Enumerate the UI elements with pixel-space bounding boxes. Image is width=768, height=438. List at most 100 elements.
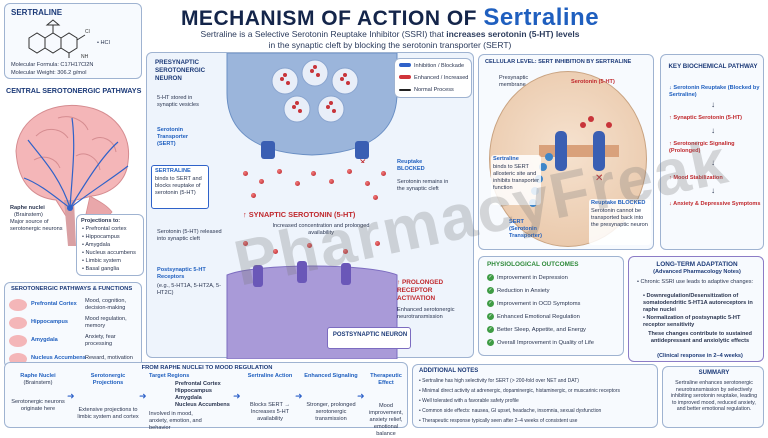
pathway-desc: Anxiety, fear processing — [85, 334, 116, 347]
pathways-title: SEROTONERGIC PATHWAYS & FUNCTIONS — [11, 286, 133, 292]
projection-item: • Basal ganglia — [82, 266, 120, 272]
svg-text:✕: ✕ — [359, 157, 367, 163]
adaptation-title: LONG-TERM ADAPTATION — [656, 261, 738, 268]
note-item: • Well tolerated with a favorable safety… — [419, 398, 519, 404]
biochem-panel: KEY BIOCHEMICAL PATHWAY ↓ Serotonin Reup… — [660, 54, 764, 250]
pathway-row: Amygdala Anxiety, fear processing — [9, 333, 139, 349]
serotonin-dot — [347, 169, 352, 174]
summary-title: SUMMARY — [698, 370, 730, 376]
flow-step: Serotonergic Projections Extensive proje… — [77, 373, 139, 427]
flow-step-title: Therapeutic Effect — [370, 373, 402, 386]
notes-title: ADDITIONAL NOTES — [419, 368, 479, 374]
flow-step: Raphe Nuclei (Brainstem) Serotonergic ne… — [9, 373, 67, 427]
flow-title: FROM RAPHE NUCLEI TO MOOD REGULATION — [141, 365, 273, 371]
sert-label: Serotonin Transporter (SERT) — [157, 127, 189, 147]
serotonin-dot — [251, 193, 256, 198]
raphe-title: Raphe nuclei — [10, 205, 45, 211]
brain-region-icon — [9, 299, 27, 311]
adaptation-response: (Clinical response in 2–4 weeks) — [657, 353, 743, 359]
pathway-row: Hippocampus Mood regulation, memory — [9, 315, 139, 331]
serotonin-dot — [273, 249, 278, 254]
adaptation-panel: LONG-TERM ADAPTATION (Advanced Pharmacol… — [628, 256, 764, 362]
presynaptic-neuron-icon: ✕ — [226, 53, 398, 163]
brain-icon — [15, 104, 130, 246]
reuptake-desc: Serotonin remains in the synaptic cleft — [397, 179, 449, 192]
check-icon: ✓ — [487, 325, 494, 333]
projection-item: • Hippocampus — [82, 234, 120, 240]
serotonin-dot — [311, 171, 316, 176]
raphe-sub: (Brainstem) — [14, 212, 43, 218]
flow-step-title: Enhanced Signaling — [304, 373, 358, 379]
pathway-desc: Mood regulation, memory — [85, 316, 127, 329]
subtitle-b: increases serotonin (5-HT) levels — [446, 29, 580, 39]
released-label: Serotonin (5-HT) released into synaptic … — [157, 229, 222, 242]
adaptation-conclusion: These changes contribute to sustained an… — [648, 331, 752, 344]
outcome-item: ✓Enhanced Emotional Regulation — [487, 312, 580, 323]
svg-text:✕: ✕ — [595, 173, 603, 184]
serotonin-dot — [259, 179, 264, 184]
flow-step-title: Target Regions — [149, 373, 190, 379]
prolonged-title: ↑ PROLONGED RECEPTOR ACTIVATION — [397, 279, 469, 303]
sertraline-box-desc: binds to SERT and blocks reuptake of ser… — [155, 176, 202, 196]
title-prefix: MECHANISM OF ACTION OF — [180, 7, 477, 30]
blocked-box: Reuptake BLOCKED Serotonin cannot be tra… — [589, 199, 651, 245]
check-icon: ✓ — [487, 273, 494, 281]
pathway-name: Amygdala — [31, 337, 58, 343]
svg-text:NH: NH — [81, 54, 89, 58]
check-icon: ✓ — [487, 286, 494, 294]
structure-icon: NH Cl — [28, 19, 90, 58]
up-arrow-icon: ↑ — [243, 210, 249, 219]
synaptic-desc: Increased concentration and prolonged av… — [272, 223, 370, 236]
serotonin-dot — [295, 181, 300, 186]
flow-arrow-icon: ↓ — [711, 126, 715, 135]
legend-item: Normal Process — [399, 87, 454, 94]
legend-label: Enhanced / Increased — [414, 75, 469, 81]
sert-transporter-icon: ✕ — [539, 116, 619, 184]
binds-title: Sertraline — [493, 156, 519, 162]
postsynaptic-title: POSTSYNAPTIC NEURON — [332, 332, 408, 338]
biochem-title: KEY BIOCHEMICAL PATHWAY — [668, 63, 758, 70]
serotonin-dot — [373, 195, 378, 200]
outcome-text: Better Sleep, Appetite, and Energy — [497, 327, 586, 333]
flow-step: Target Regions Prefrontal Cortex Hippoca… — [149, 373, 233, 431]
flow-arrow-icon: ↓ — [711, 186, 715, 195]
notes-panel: ADDITIONAL NOTES • Sertraline has high s… — [412, 364, 658, 428]
biochem-step: ↑ Mood Stabilization — [669, 175, 761, 182]
pathway-row: Prefrontal Cortex Mood, cognition, decis… — [9, 297, 139, 313]
up-arrow-icon: ↑ — [669, 115, 672, 121]
serotonin-dot — [307, 243, 312, 248]
adaptation-intro: • Chronic SSRI use leads to adaptive cha… — [637, 279, 754, 285]
binds-box: Sertraline binds to SERT allosteric site… — [491, 155, 541, 205]
flow-step-desc: Blocks SERT → Increases 5-HT availabilit… — [250, 402, 290, 422]
title-drug: Sertraline — [483, 4, 600, 31]
flow-step-desc: Involved in mood, anxiety, emotion, and … — [149, 411, 202, 431]
flow-arrow-icon: ↓ — [711, 158, 715, 167]
serotonin-dot — [381, 171, 386, 176]
flow-step: Sertraline Action Blocks SERT → Increase… — [243, 373, 297, 427]
brain-region-icon — [9, 317, 27, 329]
check-icon: ✓ — [487, 312, 494, 320]
presynaptic-title: PRESYNAPTIC SEROTONERGIC NEURON — [155, 59, 206, 82]
target-region: Hippocampus — [175, 388, 212, 394]
outcomes-title: PHYSIOLOGICAL OUTCOMES — [487, 261, 579, 268]
flow-step-title: Raphe Nuclei — [20, 373, 56, 379]
pathway-name: Hippocampus — [31, 319, 68, 325]
check-icon: ✓ — [487, 338, 494, 346]
flow-step: Therapeutic Effect Mood improvement, anx… — [365, 373, 407, 437]
stored-label: 5-HT stored in synaptic vesicles — [157, 95, 199, 108]
adaptation-bullet: • Downregulation/Desensitization of soma… — [643, 293, 753, 313]
cellular-panel: CELLULAR LEVEL: SERT INHIBITION BY SERTR… — [478, 54, 654, 250]
target-region: Prefrontal Cortex — [175, 381, 221, 387]
target-region: Amygdala — [175, 395, 202, 401]
right-arrow-icon: ➜ — [295, 391, 303, 401]
cellular-title: CELLULAR LEVEL: SERT INHIBITION BY SERTR… — [485, 59, 632, 65]
synaptic-title: ↑ SYNAPTIC SEROTONIN (5-HT) — [243, 211, 355, 218]
check-icon: ✓ — [487, 299, 494, 307]
synaptic-title-text: SYNAPTIC SEROTONIN (5-HT) — [248, 210, 356, 219]
down-arrow-icon: ↓ — [669, 85, 672, 91]
legend-item: Enhanced / Increased — [399, 75, 468, 82]
postsynaptic-label: POSTSYNAPTIC NEURON — [327, 327, 411, 349]
down-arrow-icon: ↓ — [669, 201, 672, 207]
sert-cell-label: SERT (Serotonin Transporter) — [509, 219, 542, 239]
biochem-step-text: Serotonin Reuptake (Blocked by Sertralin… — [669, 85, 760, 98]
